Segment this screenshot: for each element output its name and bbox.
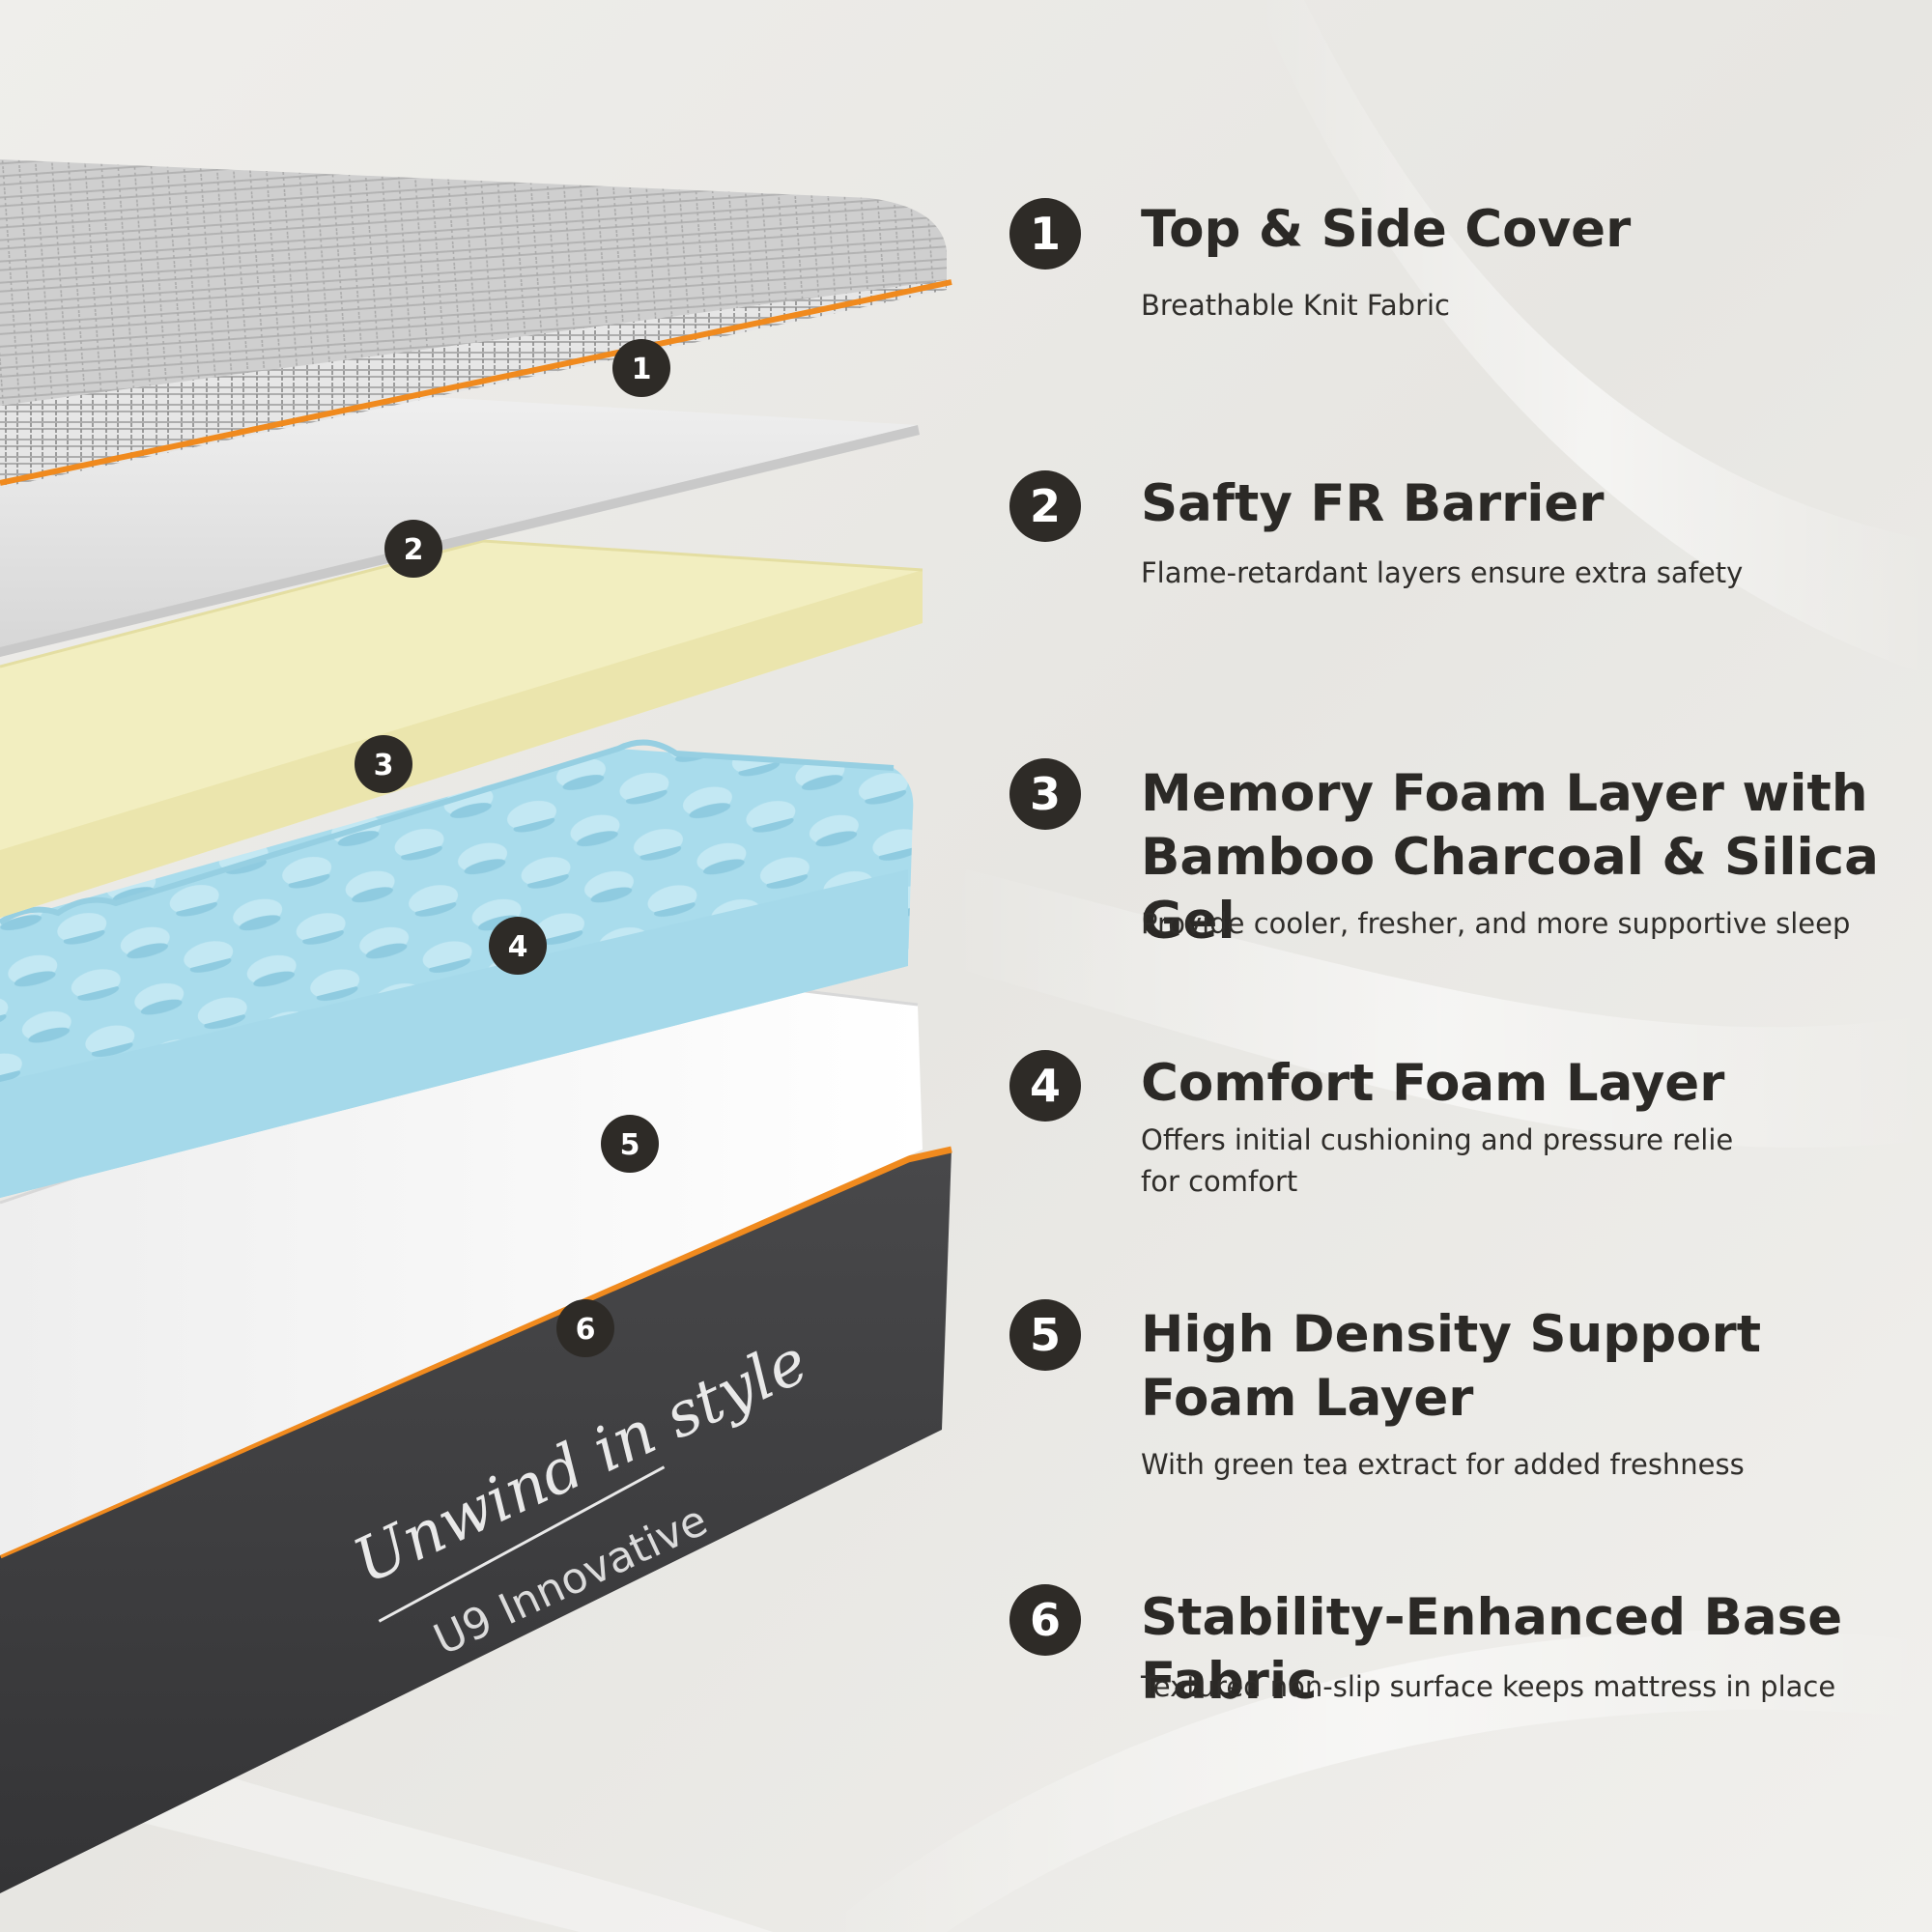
callout-3: 3 [355, 735, 412, 793]
callout-4: 4 [489, 917, 547, 975]
feature-number-badge: 5 [1009, 1299, 1081, 1371]
fr-barrier-layer [0, 396, 920, 657]
feature-title: Comfort Foam Layer [1141, 1054, 1725, 1113]
svg-text:2: 2 [404, 533, 424, 567]
feature-number-badge: 3 [1009, 758, 1081, 830]
svg-text:1: 1 [632, 353, 652, 386]
feature-description: With green tea extract for added freshne… [1141, 1448, 1745, 1481]
mattress-layers-illustration: Unwind in style U9 Innovative 1 2 3 4 5 … [0, 159, 952, 1893]
feature-description: Textured non-slip surface keeps mattress… [1141, 1670, 1836, 1703]
svg-text:3: 3 [374, 749, 394, 782]
feature-title: Stability-Enhanced Base Fabric [1141, 1588, 1843, 1711]
feature-title: Top & Side Cover [1141, 200, 1632, 259]
base-fabric-layer [0, 1146, 952, 1893]
svg-text:4: 4 [508, 930, 528, 964]
feature-description: Provide cooler, fresher, and more suppor… [1141, 907, 1851, 940]
memory-foam-layer [0, 539, 923, 918]
feature-title: Safty FR Barrier [1141, 474, 1605, 533]
feature-description: Breathable Knit Fabric [1141, 289, 1451, 322]
feature-title: Memory Foam Layer with Bamboo Charcoal &… [1141, 764, 1879, 951]
feature-title: High Density Support Foam Layer [1141, 1305, 1762, 1428]
callout-5: 5 [601, 1115, 659, 1173]
callout-2: 2 [384, 520, 442, 578]
feature-number-badge: 4 [1009, 1050, 1081, 1122]
callout-6: 6 [556, 1299, 614, 1357]
svg-text:6: 6 [576, 1313, 596, 1347]
feature-number-badge: 1 [1009, 198, 1081, 270]
top-cover-layer [0, 159, 952, 488]
comfort-foam-layer [0, 739, 914, 1198]
feature-description: Offers initial cushioning and pressure r… [1141, 1123, 1734, 1198]
callout-1: 1 [612, 339, 670, 397]
feature-description: Flame-retardant layers ensure extra safe… [1141, 556, 1744, 589]
feature-number-badge: 2 [1009, 470, 1081, 542]
svg-text:5: 5 [620, 1128, 640, 1162]
feature-number-badge: 6 [1009, 1584, 1081, 1656]
